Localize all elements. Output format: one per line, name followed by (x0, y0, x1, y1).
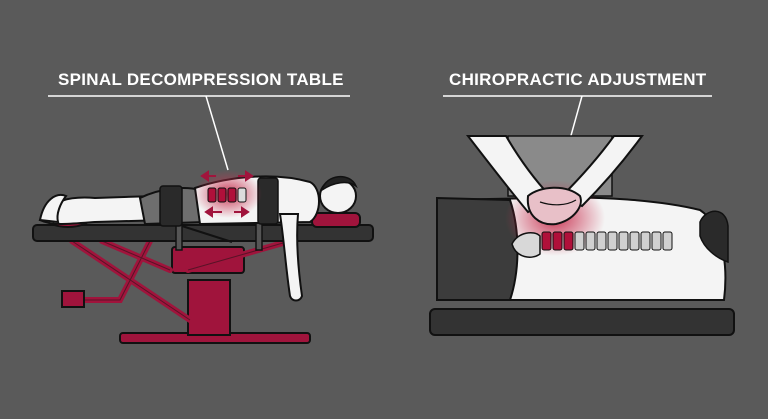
prone-patient (38, 170, 358, 302)
adjustment-scene (429, 135, 735, 336)
pelvic-harness (159, 185, 183, 227)
traction-arrows (200, 170, 254, 218)
patient-hair (320, 176, 358, 192)
left-pointer-line (205, 95, 229, 171)
foot-pedal (61, 290, 85, 308)
adjustment-spine (541, 231, 673, 251)
head-cushion (311, 212, 361, 228)
lumbar-vertebrae (207, 187, 247, 203)
spinal-decompression-title: SPINAL DECOMPRESSION TABLE (58, 70, 344, 89)
decompression-table (32, 204, 374, 344)
patient-feet (38, 194, 68, 224)
practitioner-hands (526, 186, 582, 226)
table-clamp-right (255, 221, 263, 251)
chiropractic-adjustment-title: CHIROPRACTIC ADJUSTMENT (449, 70, 707, 89)
patient-arm (278, 213, 304, 302)
table-column (187, 279, 231, 336)
thoracic-harness (257, 177, 279, 225)
adjustment-patient-head (699, 210, 729, 264)
practitioner-right-arm (560, 135, 644, 208)
treatment-table (429, 308, 735, 336)
sacrum (511, 231, 541, 258)
